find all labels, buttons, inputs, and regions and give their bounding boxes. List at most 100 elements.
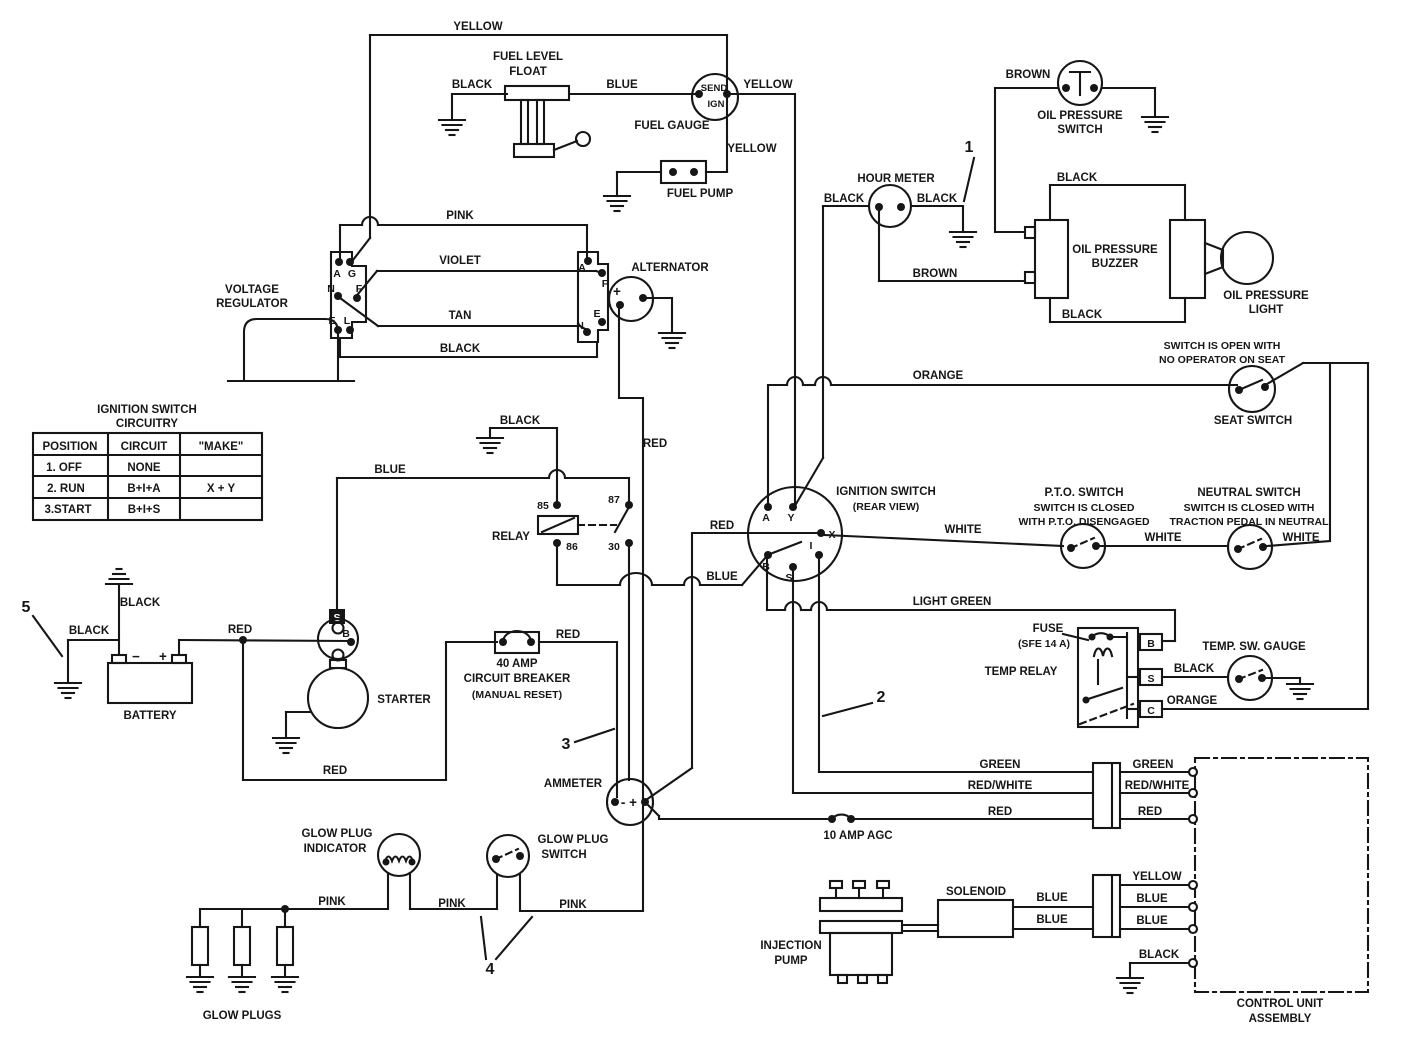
tan-wire-label: TAN xyxy=(449,310,472,322)
red-wire-label-3: RED xyxy=(323,765,347,777)
white-wire-label-3: WHITE xyxy=(1282,532,1319,544)
regulator-alternator: A G N F E L VOLTAGE REGULATOR A F E N + … xyxy=(216,210,709,913)
red-white-wire-label-2: RED/WHITE xyxy=(1125,780,1190,792)
neutral-note-2: TRACTION PEDAL IN NEUTRAL xyxy=(1169,516,1329,528)
ign-terminal-s: S xyxy=(785,572,792,584)
hour-meter-label: HOUR METER xyxy=(857,173,935,185)
ign-terminal-b: B xyxy=(762,561,770,573)
yellow-wire-label-4: YELLOW xyxy=(1132,871,1181,883)
light-green-wire-label: LIGHT GREEN xyxy=(913,596,992,608)
ignition-switch-label: IGNITION SWITCH xyxy=(836,486,936,498)
breaker-label-3: (MANUAL RESET) xyxy=(472,689,562,701)
regulator-body xyxy=(242,317,340,382)
fuel-level-float-label: FUEL LEVEL xyxy=(493,51,563,63)
white-wire-label-2: WHITE xyxy=(1144,532,1181,544)
terminal-g: G xyxy=(348,268,356,280)
glow-plug-indicator-label-2: INDICATOR xyxy=(304,843,368,855)
starter-b-label: B xyxy=(342,628,350,640)
buzzer-label: OIL PRESSURE xyxy=(1072,244,1158,256)
fuse-label-2: (SFE 14 A) xyxy=(1018,638,1070,650)
black-wire-label-10: BLACK xyxy=(1174,663,1215,675)
callout-1: 1 xyxy=(965,139,974,156)
red-wire-label-7: RED xyxy=(1138,806,1162,818)
battery-symbol xyxy=(106,661,194,705)
relay-30: 30 xyxy=(608,541,620,553)
battery-label: BATTERY xyxy=(123,710,176,722)
yellow-wire-label-3: YELLOW xyxy=(727,143,776,155)
fuel-pump-symbol xyxy=(659,159,708,185)
glow-circuit: GLOW PLUG INDICATOR GLOW PLUG SWITCH PIN… xyxy=(185,828,645,1022)
seat-switch-symbol xyxy=(1227,364,1277,414)
fuel-level-float-label-2: FLOAT xyxy=(509,66,546,78)
relay-85: 85 xyxy=(537,500,549,512)
temp-relay-b: B xyxy=(1147,638,1155,650)
ign-terminal-label: IGN xyxy=(708,99,725,110)
green-wire-label: GREEN xyxy=(980,759,1021,771)
red-wire-label-4: RED xyxy=(556,629,580,641)
ammeter-label: AMMETER xyxy=(544,778,603,790)
pto-note-2: WITH P.T.O. DISENGAGED xyxy=(1018,516,1149,528)
float-ball xyxy=(574,130,592,148)
terminal-l: L xyxy=(344,315,351,327)
connector-block-2 xyxy=(1091,873,1122,939)
control-unit-label: CONTROL UNIT xyxy=(1237,998,1324,1010)
table-title: IGNITION SWITCH xyxy=(97,404,197,416)
brown-wire-label: BROWN xyxy=(913,268,958,280)
breaker-ammeter: 40 AMP CIRCUIT BREAKER (MANUAL RESET) RE… xyxy=(444,531,1095,842)
black-wire-label: BLACK xyxy=(452,79,493,91)
neutral-switch-label: NEUTRAL SWITCH xyxy=(1197,487,1300,499)
callout-4: 4 xyxy=(486,961,495,978)
glow-plug-switch-symbol xyxy=(485,833,531,879)
solenoid-label: SOLENOID xyxy=(946,886,1006,898)
glow-plug-switch-label: GLOW PLUG xyxy=(538,834,609,846)
row1-position: 1. OFF xyxy=(46,462,82,474)
glow-plug-2 xyxy=(232,925,252,967)
black-wire-label-8: BLACK xyxy=(1057,172,1098,184)
relay-circuit: 85 87 86 30 RELAY BLACK BLUE BLUE xyxy=(335,415,768,782)
black-wire-label-2: BLACK xyxy=(440,343,481,355)
agc-fuse-label: 10 AMP AGC xyxy=(823,830,892,842)
orange-wire-label-2: ORANGE xyxy=(1167,695,1218,707)
battery-minus: − xyxy=(132,649,140,664)
oil-pressure-light-label: OIL PRESSURE xyxy=(1223,290,1309,302)
injection-pump-label: INJECTION xyxy=(760,940,821,952)
hour-oil-circuit: HOUR METER BLACK BLACK BROWN OIL PRESSUR… xyxy=(821,59,1309,324)
table-title-2: CIRCUITRY xyxy=(116,418,179,430)
row2-circuit: B+I+A xyxy=(127,483,160,495)
glow-plug-indicator-symbol xyxy=(376,832,422,878)
battery-starter: − + BATTERY BLACK BLACK RED RED S B STAR… xyxy=(53,476,448,782)
solenoid-symbol xyxy=(936,898,1015,939)
float-pivot xyxy=(503,84,571,102)
terminal-f: F xyxy=(356,283,363,295)
col-position: POSITION xyxy=(43,441,98,453)
callouts: 1 2 3 4 5 xyxy=(22,139,976,978)
pink-wire-label-2: PINK xyxy=(318,896,346,908)
red-wire-label: RED xyxy=(643,438,667,450)
red-white-wire-label: RED/WHITE xyxy=(968,780,1033,792)
injection-pump-label-2: PUMP xyxy=(774,955,808,967)
ign-terminal-x: X xyxy=(828,529,835,541)
relay-label: RELAY xyxy=(492,531,530,543)
seat-switch-label: SEAT SWITCH xyxy=(1214,415,1292,427)
control-unit-symbol xyxy=(1193,756,1370,994)
seat-note: SWITCH IS OPEN WITH xyxy=(1164,340,1281,352)
seat-note-2: NO OPERATOR ON SEAT xyxy=(1159,354,1286,366)
col-circuit: CIRCUIT xyxy=(121,441,168,453)
green-wire-label-2: GREEN xyxy=(1133,759,1174,771)
white-wire-label: WHITE xyxy=(944,524,981,536)
row3-circuit: B+I+S xyxy=(128,504,161,516)
black-wire-label-7: BLACK xyxy=(917,193,958,205)
pink-wire-label-3: PINK xyxy=(438,898,466,910)
oil-pressure-switch-symbol xyxy=(1056,59,1104,107)
oil-pressure-light-label-2: LIGHT xyxy=(1249,304,1284,316)
relay-86: 86 xyxy=(566,541,578,553)
breaker-label-2: CIRCUIT BREAKER xyxy=(464,673,571,685)
solenoid-injection: SOLENOID BLUE BLUE INJECTION PUMP xyxy=(760,879,1095,985)
blue-wire-label-5: BLUE xyxy=(1136,915,1168,927)
oil-pressure-light-bulb xyxy=(1219,230,1275,286)
ignition-table: IGNITION SWITCH CIRCUITRY POSITION CIRCU… xyxy=(31,404,264,522)
row3-position: 3.START xyxy=(44,504,91,516)
row1-circuit: NONE xyxy=(127,462,161,474)
